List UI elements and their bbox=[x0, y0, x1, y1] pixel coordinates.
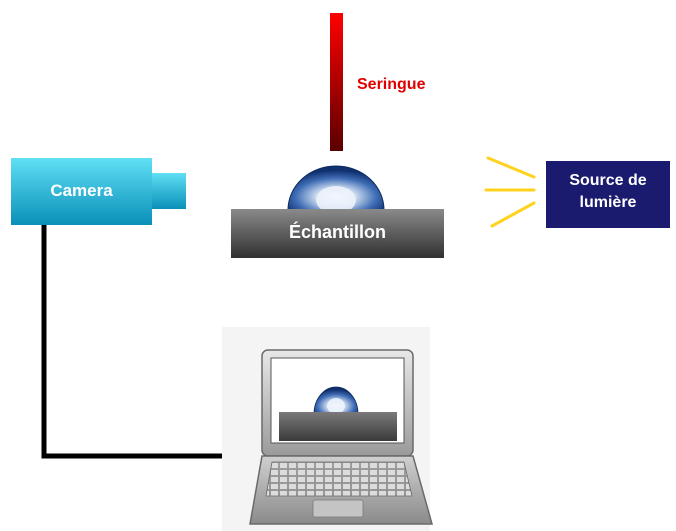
droplet-icon bbox=[287, 165, 385, 214]
camera-cable bbox=[41, 224, 262, 459]
laptop-icon bbox=[222, 327, 433, 531]
light-source-label-line2: lumière bbox=[579, 194, 637, 211]
syringe-needle-icon bbox=[330, 13, 343, 151]
light-source-box bbox=[546, 161, 670, 228]
syringe-label: Seringue bbox=[357, 76, 426, 93]
sample-label: Échantillon bbox=[288, 222, 386, 242]
light-source-label: Source de lumière bbox=[546, 170, 670, 214]
camera-icon bbox=[11, 158, 186, 225]
light-rays-icon bbox=[484, 156, 536, 228]
light-source-label-line1: Source de bbox=[569, 172, 647, 189]
camera-label: Camera bbox=[50, 181, 113, 200]
sample-stage bbox=[231, 209, 444, 258]
